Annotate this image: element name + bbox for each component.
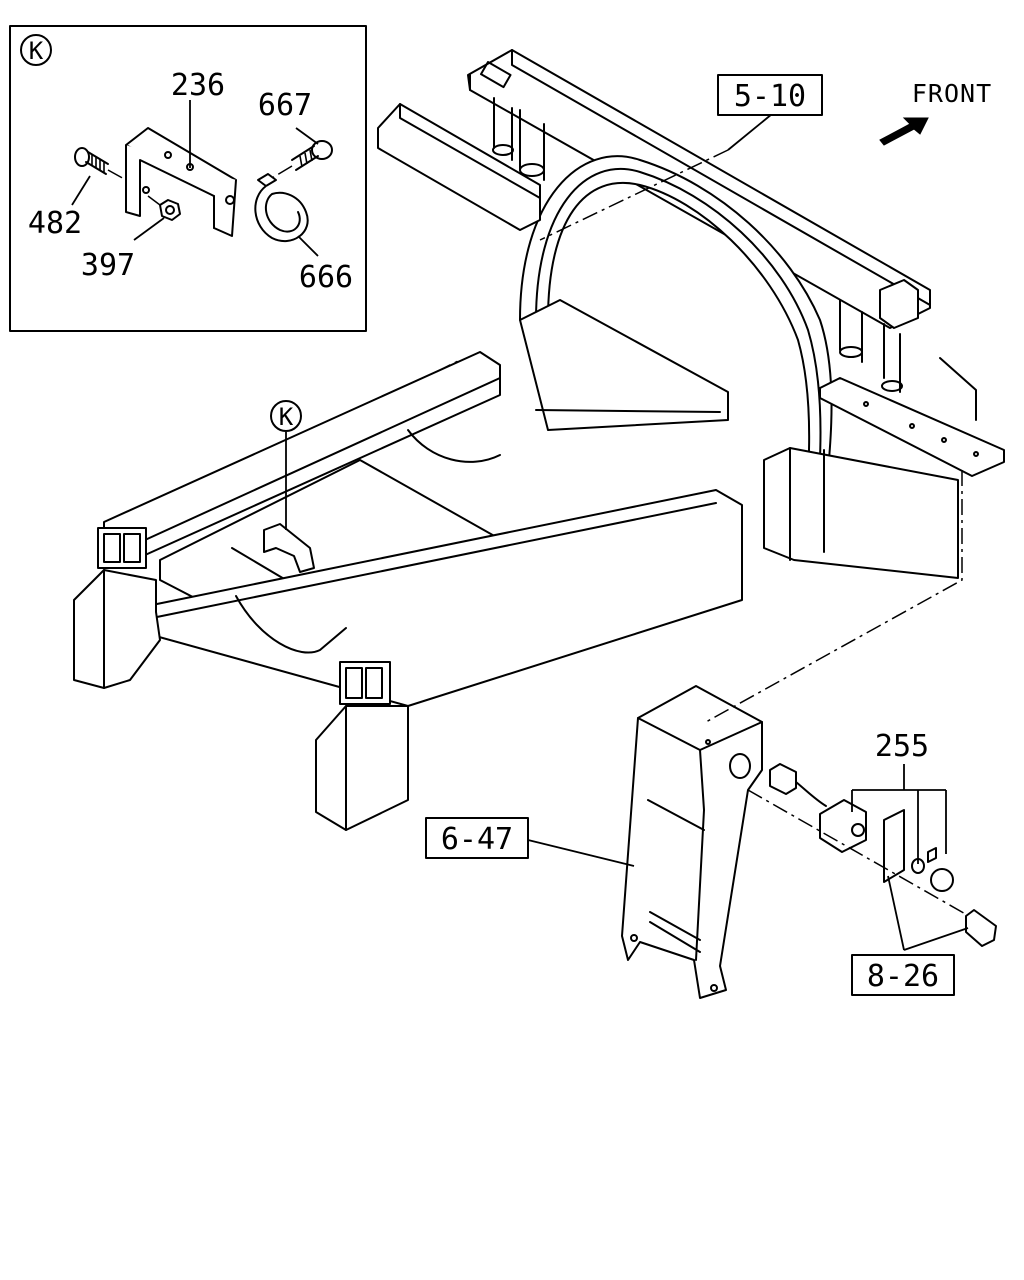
- switch-255-drawing: [747, 763, 997, 947]
- callout-666: 666: [299, 260, 353, 295]
- callout-397: 397: [81, 248, 135, 283]
- callout-6-47: 6-47: [441, 822, 513, 857]
- callout-667: 667: [258, 88, 312, 123]
- leader-lines: [285, 113, 969, 951]
- callout-5-10: 5-10: [734, 79, 806, 114]
- front-orientation: FRONT: [879, 79, 992, 146]
- nut-397-drawing: [147, 195, 181, 221]
- detail-k-inset: K: [9, 25, 367, 332]
- detail-k-inset-marker: K: [29, 37, 44, 65]
- bolt-667-drawing: [261, 140, 333, 185]
- bracket-236-drawing: [125, 127, 237, 237]
- upper-crossmember-drawing: [377, 49, 1005, 579]
- bracket-6-47-drawing: [621, 685, 763, 999]
- front-label: FRONT: [912, 79, 992, 108]
- bolt-482-drawing: [74, 147, 127, 181]
- clamp-666-drawing: [254, 173, 309, 243]
- main-frame-drawing: [73, 351, 743, 831]
- callout-8-26: 8-26: [867, 959, 939, 994]
- callout-255: 255: [875, 729, 929, 764]
- front-arrow-icon: [879, 117, 929, 146]
- callout-482: 482: [28, 206, 82, 241]
- callouts: K 5-10 6-47 255 8-26: [270, 74, 955, 996]
- callout-236: 236: [171, 68, 225, 103]
- detail-k-marker: K: [279, 403, 294, 431]
